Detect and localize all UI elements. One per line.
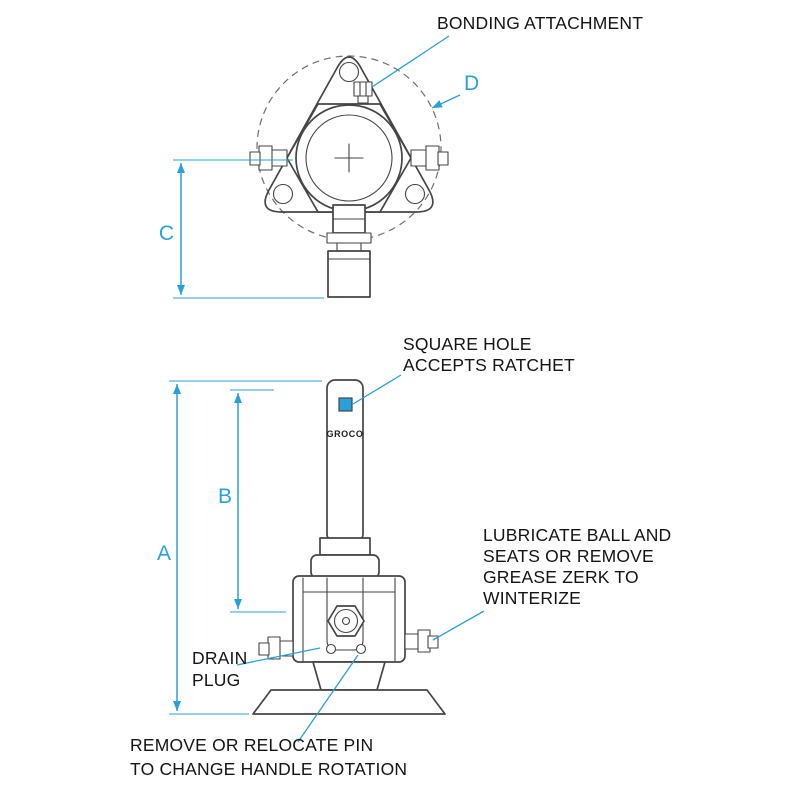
zerk-bolt-cap (427, 635, 439, 649)
dimension-d: D (431, 72, 479, 109)
drain-plug-cap (258, 642, 270, 656)
drain-plug-label-line1: DRAIN (192, 648, 247, 668)
lubricate-label-line1: LUBRICATE BALL AND (483, 525, 671, 545)
dimension-c: C (159, 159, 324, 299)
dim-a-label: A (157, 542, 171, 565)
dim-b-label: B (218, 485, 232, 508)
handle-clevis-cap (310, 554, 380, 579)
right-bolt-nut (425, 145, 440, 171)
drain-cylinder (327, 250, 371, 298)
dim-d-label: D (464, 72, 479, 95)
left-bolt-nut (258, 145, 273, 171)
base-flange (252, 689, 446, 715)
body-stem (336, 242, 362, 252)
valve-bore-inner (305, 114, 393, 202)
pin-label-line1: REMOVE OR RELOCATE PIN (130, 735, 373, 755)
left-bolt-cap (249, 151, 261, 166)
handle-pin-left (325, 643, 337, 655)
handle-collar (319, 537, 371, 556)
right-bolt-cap (437, 151, 449, 166)
handle-pin-right (355, 643, 367, 655)
lubricate-leader (432, 610, 485, 641)
base-neck (312, 661, 386, 691)
lubricate-label-line4: WINTERIZE (483, 588, 581, 608)
square-hole-leader (352, 374, 402, 405)
grease-zerk-hex (327, 605, 365, 637)
pin-label-line2: TO CHANGE HANDLE ROTATION (130, 759, 407, 779)
clevis-straps (326, 577, 364, 651)
grease-zerk-circle (333, 608, 359, 634)
square-hole-label-line2: ACCEPTS RATCHET (403, 355, 575, 375)
dimension-a: A (157, 380, 322, 715)
square-hole (338, 397, 353, 412)
drain-plug-callout: DRAIN PLUG (192, 647, 321, 690)
dim-d-arrow (431, 94, 461, 109)
left-bolt-washer (270, 149, 288, 167)
body-flange (326, 232, 372, 244)
lubricate-label-line2: SEATS OR REMOVE (483, 546, 654, 566)
top-view-drawing (249, 55, 449, 298)
pin-callout: REMOVE OR RELOCATE PIN TO CHANGE HANDLE … (130, 654, 407, 779)
grease-zerk-center (341, 616, 351, 626)
side-view-drawing: GROCO (252, 379, 446, 715)
dim-c-label: C (159, 222, 174, 245)
square-hole-callout: SQUARE HOLE ACCEPTS RATCHET (352, 334, 575, 405)
bonding-attachment-label: BONDING ATTACHMENT (437, 13, 643, 33)
dimension-b: B (218, 389, 286, 613)
bonding-nut (353, 81, 373, 97)
bonding-leader-line (371, 35, 450, 88)
pin-leader (297, 654, 359, 743)
bolt-hole-right (404, 183, 426, 205)
bonding-callout: BONDING ATTACHMENT (371, 13, 643, 88)
triangular-flange (264, 56, 434, 213)
lubricate-callout: LUBRICATE BALL AND SEATS OR REMOVE GREAS… (432, 525, 671, 641)
lubricate-label-line3: GREASE ZERK TO (483, 567, 639, 587)
zerk-bolt-washer (404, 633, 420, 650)
square-hole-label-line1: SQUARE HOLE (403, 334, 532, 354)
drain-plug-nut (267, 636, 281, 660)
groco-logo: GROCO (326, 429, 363, 439)
bonding-stud (357, 95, 369, 104)
drain-plug-label-line2: PLUG (192, 670, 240, 690)
bolt-hole-top (338, 61, 360, 83)
bolt-hole-left (272, 183, 294, 205)
right-bolt-washer (410, 149, 428, 167)
drain-plug-leader (236, 647, 321, 666)
